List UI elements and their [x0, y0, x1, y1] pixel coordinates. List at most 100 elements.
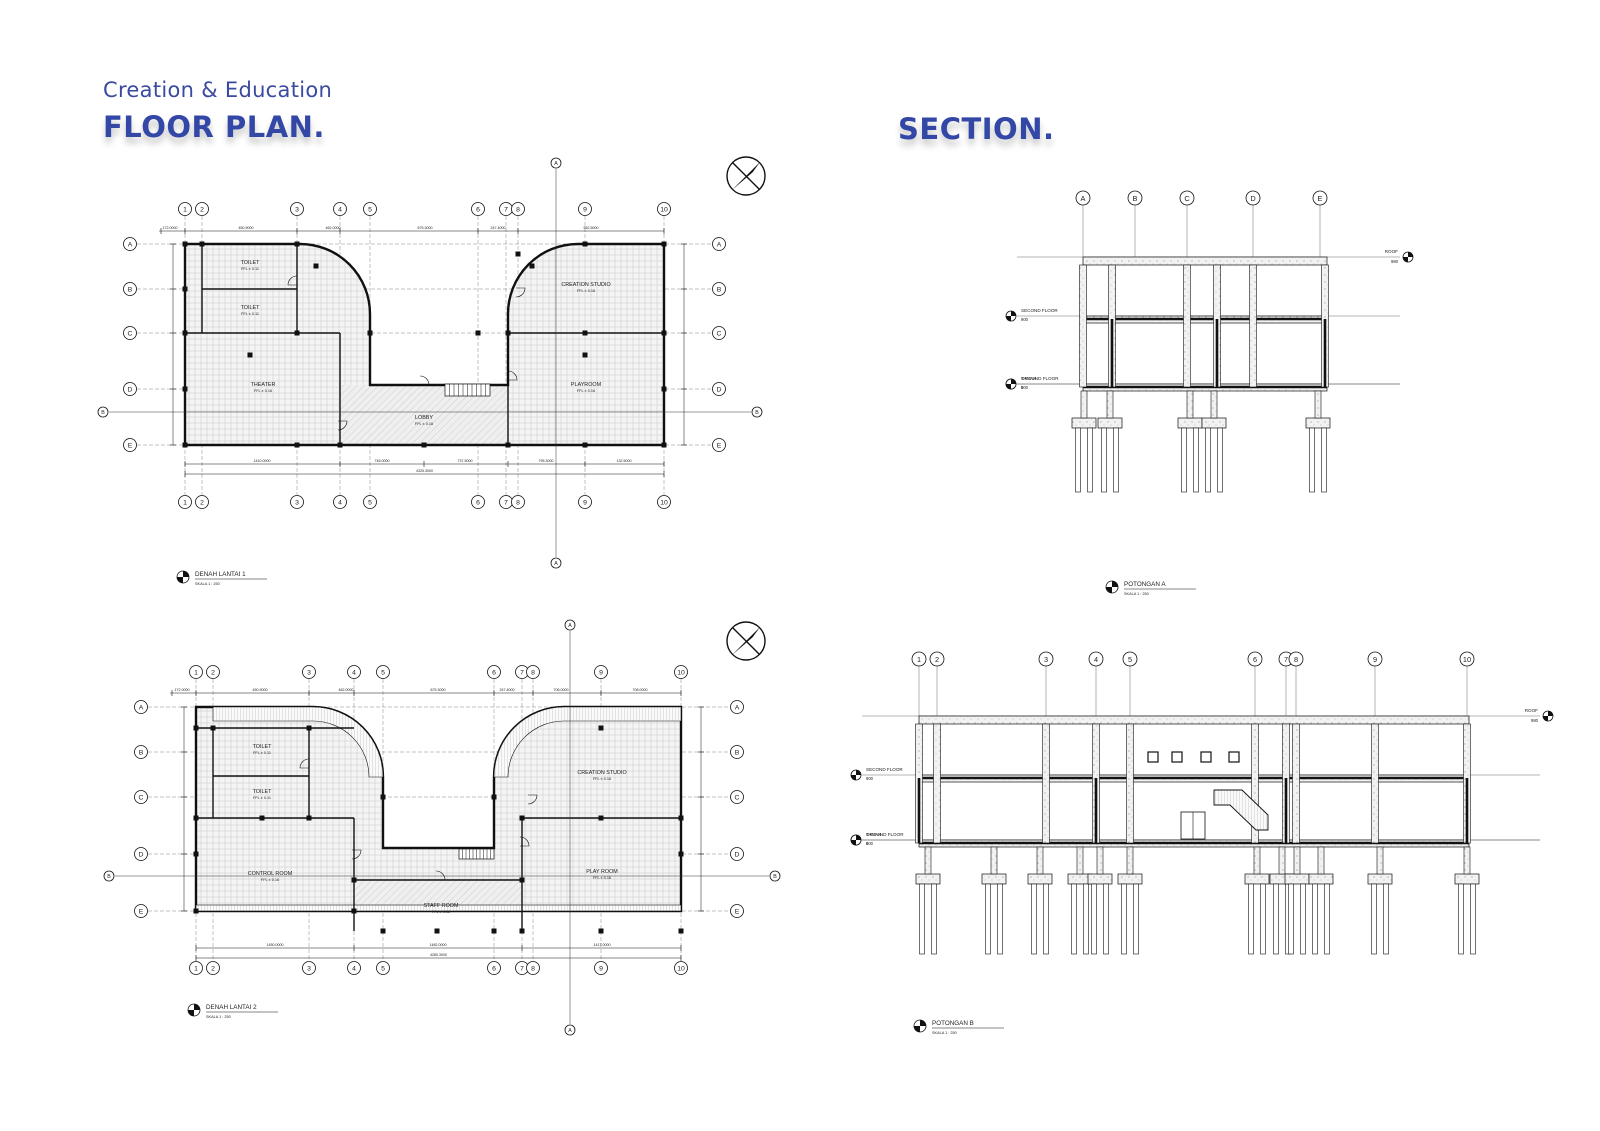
grid-bubble-label: A	[1081, 194, 1086, 203]
level-marker-icon	[1105, 580, 1119, 594]
grid-bubble-label: 1	[194, 966, 198, 973]
structural-column	[519, 877, 525, 883]
level-marker-q3	[1106, 587, 1112, 593]
pile-cap	[1117, 873, 1143, 885]
structural-column	[182, 386, 188, 392]
grid-bubble	[333, 202, 347, 216]
pile-cap	[1454, 873, 1480, 885]
grid-bubble	[526, 665, 540, 679]
grid-bubble-label: 7	[504, 207, 508, 214]
grid-bubble-label: 5	[381, 670, 385, 677]
dimension-value: 1482.0000	[430, 943, 447, 947]
grid-bubble-label: A	[139, 705, 144, 712]
grid-bubble-label: 7	[504, 500, 508, 507]
grid-bubble	[1179, 190, 1195, 206]
structural-column	[306, 815, 312, 821]
structural-column	[661, 241, 667, 247]
grid-bubble-label: E	[717, 443, 722, 450]
pile-neck	[1036, 846, 1044, 875]
grid-bubble-label: 10	[660, 207, 668, 214]
structural-column	[294, 442, 300, 448]
structural-column	[678, 851, 684, 857]
pile-cap	[1284, 873, 1310, 885]
grid-bubble-label: B	[1133, 194, 1138, 203]
grid-bubble	[712, 282, 726, 296]
pile	[1273, 883, 1279, 955]
pile-neck	[1293, 846, 1301, 875]
pile	[1043, 883, 1049, 955]
level-marker-q3	[1006, 316, 1011, 321]
grid-bubble-label: 9	[1373, 655, 1377, 664]
grid-bubble-label: A	[128, 242, 133, 249]
structural-column	[505, 330, 511, 336]
grid-bubble	[123, 237, 137, 251]
level-marker-icon	[1005, 378, 1017, 390]
window	[1147, 751, 1159, 763]
pile-neck	[1080, 390, 1088, 419]
grid-bubble	[363, 495, 377, 509]
grid-bubble	[347, 665, 361, 679]
structural-column	[193, 851, 199, 857]
roof-name: ROOF	[1525, 708, 1538, 713]
door-swing	[435, 870, 446, 881]
dimension-value: 552.5000	[584, 226, 599, 230]
section-column	[1249, 264, 1257, 388]
grid-bubble-label: 8	[516, 207, 520, 214]
door-swing	[299, 758, 310, 769]
pile	[1083, 883, 1089, 955]
grid-bubble-label: 1	[194, 670, 198, 677]
structural-column	[210, 725, 216, 731]
roof-slab	[918, 715, 1470, 725]
structural-column	[598, 928, 604, 934]
structural-column	[306, 725, 312, 731]
grid-bubble	[471, 495, 485, 509]
grid-bubble-label: 10	[677, 966, 685, 973]
dimension-value: 795.3000	[539, 459, 554, 463]
door-swing	[351, 849, 362, 860]
grid-bubble	[134, 700, 148, 714]
level-name: GROUND FLOOR	[866, 832, 904, 837]
grid-bubble	[178, 495, 192, 509]
room-name: CREATION STUDIO	[561, 282, 610, 288]
room-name: TOILET	[241, 260, 260, 266]
grid-bubble-label: 2	[200, 207, 204, 214]
dimension-value: 247.4000	[500, 688, 515, 692]
room-level: FFL ± 0.16	[593, 876, 611, 880]
pile-cap	[915, 873, 941, 885]
pile	[1309, 427, 1315, 493]
section-marker-icon	[550, 557, 562, 569]
grid-bubble	[712, 382, 726, 396]
pile	[1458, 883, 1464, 955]
grid-bubble	[134, 745, 148, 759]
grid-bubble	[206, 665, 220, 679]
structural-column	[491, 928, 497, 934]
structural-column	[294, 241, 300, 247]
door-swing	[287, 275, 298, 286]
pile	[1193, 427, 1199, 493]
grid-bubble-label: 1	[917, 655, 921, 664]
pile	[1300, 883, 1306, 955]
grid-bubble	[1038, 651, 1054, 667]
grid-bubble-label: 3	[307, 966, 311, 973]
level-value: 0	[866, 841, 869, 846]
grid-bubble-label: 4	[352, 670, 356, 677]
structural-column	[294, 330, 300, 336]
grid-bubble	[333, 495, 347, 509]
pile	[1103, 883, 1109, 955]
level-value: 900	[1021, 317, 1029, 322]
grid-bubble	[123, 382, 137, 396]
grid-bubble-label: E	[1318, 194, 1323, 203]
section-marker-icon	[751, 406, 763, 418]
pile-cap	[1177, 417, 1203, 429]
door-swing	[527, 794, 538, 805]
grid-bubble	[195, 495, 209, 509]
grid-bubble	[657, 202, 671, 216]
grid-bubble-label: 2	[935, 655, 939, 664]
pile-cap	[981, 873, 1007, 885]
structural-column	[337, 442, 343, 448]
grid-bubble-label: D	[128, 387, 133, 394]
door-swing	[507, 370, 518, 381]
pile-neck	[924, 846, 932, 875]
